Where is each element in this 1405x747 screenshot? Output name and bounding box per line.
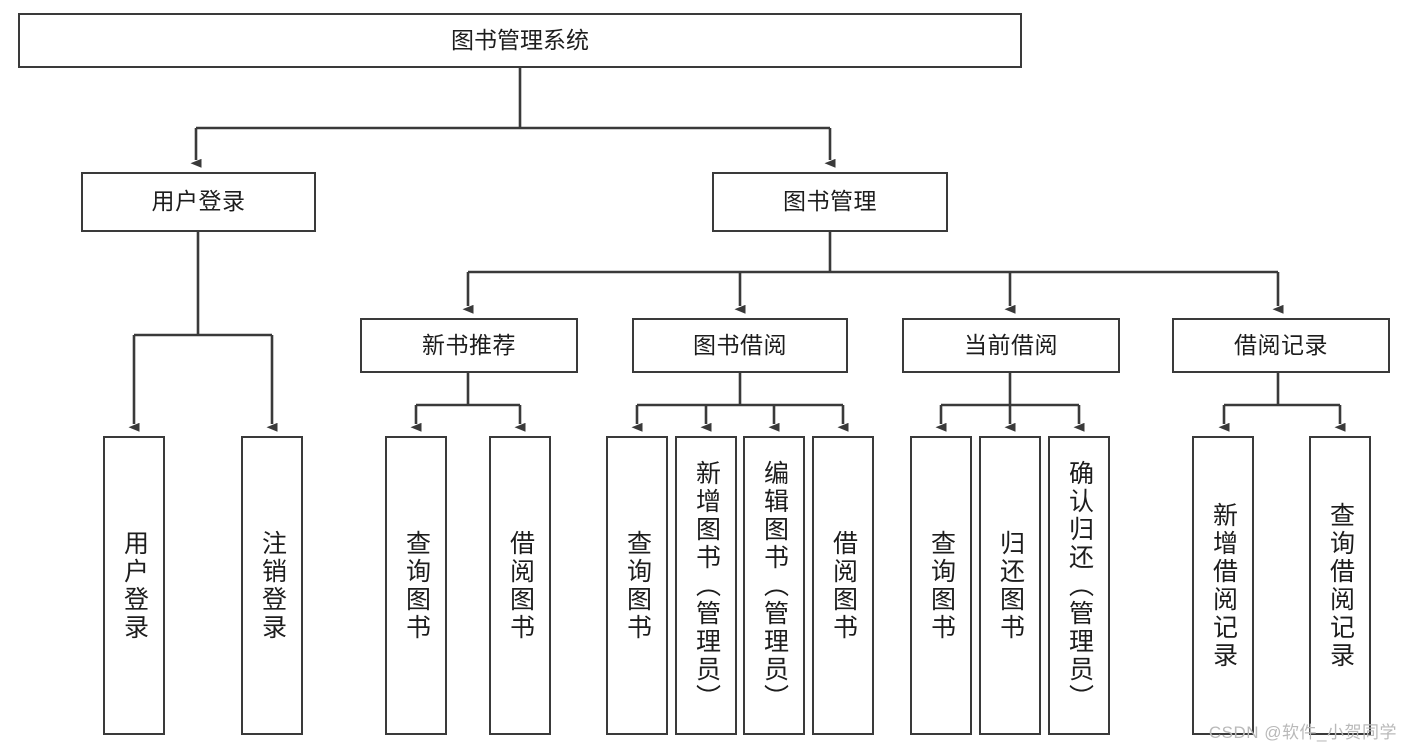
leaf-return-book[interactable]: 归还图书 (979, 436, 1041, 735)
leaf-query-book-3[interactable]: 查询图书 (910, 436, 972, 735)
leaf-borrow-book-1-label: 借阅图书 (506, 529, 535, 642)
leaf-query-book-1[interactable]: 查询图书 (385, 436, 447, 735)
leaf-edit-book-admin-label: 编辑图书（管理员） (760, 459, 789, 712)
leaf-add-borrow-record[interactable]: 新增借阅记录 (1192, 436, 1254, 735)
leaf-query-book-3-label: 查询图书 (927, 529, 956, 642)
node-borrow-record-label: 借阅记录 (1234, 331, 1328, 358)
leaf-logout-login[interactable]: 注销登录 (241, 436, 303, 735)
node-borrow-record[interactable]: 借阅记录 (1172, 318, 1390, 373)
leaf-query-book-2-label: 查询图书 (623, 529, 652, 642)
node-book-borrow[interactable]: 图书借阅 (632, 318, 848, 373)
node-book-management[interactable]: 图书管理 (712, 172, 948, 232)
leaf-user-login-label: 用户登录 (120, 529, 149, 642)
leaf-add-borrow-record-label: 新增借阅记录 (1209, 501, 1238, 670)
leaf-query-book-1-label: 查询图书 (402, 529, 431, 642)
leaf-query-book-2[interactable]: 查询图书 (606, 436, 668, 735)
leaf-borrow-book-2[interactable]: 借阅图书 (812, 436, 874, 735)
node-root-book-management-system[interactable]: 图书管理系统 (18, 13, 1022, 68)
leaf-confirm-return-admin[interactable]: 确认归还（管理员） (1048, 436, 1110, 735)
node-new-book-recommend-label: 新书推荐 (422, 331, 516, 358)
leaf-borrow-book-1[interactable]: 借阅图书 (489, 436, 551, 735)
node-current-borrow[interactable]: 当前借阅 (902, 318, 1120, 373)
leaf-return-book-label: 归还图书 (996, 529, 1025, 642)
node-new-book-recommend[interactable]: 新书推荐 (360, 318, 578, 373)
leaf-confirm-return-admin-label: 确认归还（管理员） (1065, 459, 1094, 712)
node-book-management-label: 图书管理 (783, 188, 877, 215)
node-user-login-label: 用户登录 (151, 188, 246, 215)
leaf-borrow-book-2-label: 借阅图书 (829, 529, 858, 642)
leaf-logout-login-label: 注销登录 (258, 529, 287, 642)
node-root-label: 图书管理系统 (451, 26, 589, 53)
leaf-query-borrow-record-label: 查询借阅记录 (1326, 501, 1355, 670)
leaf-edit-book-admin[interactable]: 编辑图书（管理员） (743, 436, 805, 735)
leaf-user-login[interactable]: 用户登录 (103, 436, 165, 735)
node-user-login[interactable]: 用户登录 (81, 172, 316, 232)
leaf-query-borrow-record[interactable]: 查询借阅记录 (1309, 436, 1371, 735)
leaf-add-book-admin[interactable]: 新增图书（管理员） (675, 436, 737, 735)
csdn-watermark: CSDN @软件_小贺同学 (1208, 723, 1397, 742)
leaf-add-book-admin-label: 新增图书（管理员） (692, 459, 721, 712)
node-current-borrow-label: 当前借阅 (964, 331, 1058, 358)
node-book-borrow-label: 图书借阅 (693, 331, 787, 358)
